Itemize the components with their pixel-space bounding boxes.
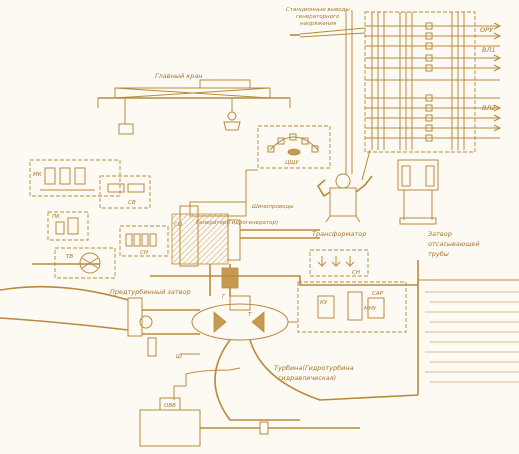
control-room-block [257,125,331,169]
pk-label: ПК [52,214,61,220]
turbine-label-1: Турбина(Гидротурбина [274,364,354,372]
sv-label: СВ [128,200,136,206]
so-label: СО [174,222,183,228]
main-crane-label: Главный кран [155,72,203,80]
turbine [180,295,419,421]
draft-tube-gate [397,159,439,225]
oru-label: ОРУ [480,26,494,34]
mnu-label: МНУ [364,306,377,312]
ovv-label: ОВВ [164,403,176,409]
sn-right-label: СН [352,270,360,276]
gate-label-2: отсасывающей [428,240,480,248]
tailwater [417,260,519,395]
mk-label: МК [33,172,43,178]
gate-label-1: Затвор [428,230,452,238]
transformer-sn-block [309,249,369,277]
main-crane [97,79,291,135]
sn-left-label: СН [140,250,148,256]
station-outputs-label: Станционные выводы [286,7,350,13]
aux-sn-block [119,225,169,257]
t-mark: Т [248,312,252,318]
generator-label: Генератор(Гидрогенератор) [196,220,278,226]
aux-pk-block [47,211,89,241]
transformer-label: Трансформатор [312,230,366,238]
transformer [316,10,373,223]
busbars-label: Шинопроводы [252,204,294,210]
g-mark: Г [222,294,226,300]
vl1-label: ВЛ1 [482,46,495,54]
generator [171,201,247,296]
sar-label: САР [372,291,384,297]
sar-block [288,281,407,333]
ovv-block [139,367,360,447]
turbine-label-2: гидравлическая) [278,374,336,382]
tv-label: ТВ [66,254,73,260]
aux-sv-block [99,175,151,209]
gate-label-3: трубы [428,250,449,258]
vl2-label: ВЛ2 [482,104,495,112]
preturbine-gate-label: Предтурбинный затвор [110,288,191,296]
penstock [0,285,200,357]
generator-voltage-label: генераторного [296,14,340,20]
aux-tv-block [54,247,116,279]
sh-mark: Ш [176,354,182,360]
switchyard-block [290,11,502,153]
ku-label: КУ [320,300,328,306]
voltage-label: напряжения [300,21,337,27]
aux-mk-block [29,159,121,197]
building-floor [32,263,418,286]
tsu-label: ЦЩУ [285,160,299,166]
